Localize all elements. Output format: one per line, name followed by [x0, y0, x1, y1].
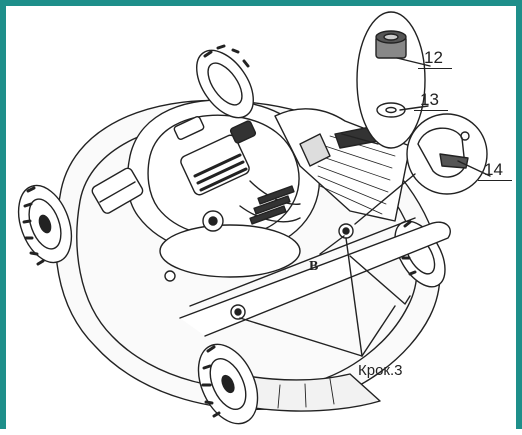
underline-13	[414, 110, 448, 111]
wheel-rear-left	[17, 184, 73, 266]
washer-part-13	[376, 102, 406, 118]
underline-12	[418, 68, 452, 69]
label-step-3: Крок.3	[358, 362, 403, 379]
label-part-12: 12	[424, 48, 443, 67]
air-filter	[91, 167, 144, 214]
underline-14	[478, 180, 512, 181]
wheel-rear-right	[196, 44, 254, 119]
label-part-13: 13	[420, 90, 439, 109]
engine-vent-grille	[180, 134, 250, 196]
fuel-cap	[229, 120, 257, 144]
inset-nut	[356, 11, 426, 149]
label-part-14: 14	[484, 160, 503, 179]
lawnmower-diagram	[17, 11, 491, 425]
label-point-b: B	[309, 259, 319, 274]
nut-part-12	[375, 30, 407, 59]
lower-handle	[179, 221, 451, 337]
wheel-front-left	[197, 343, 259, 425]
engine-base	[159, 224, 301, 278]
